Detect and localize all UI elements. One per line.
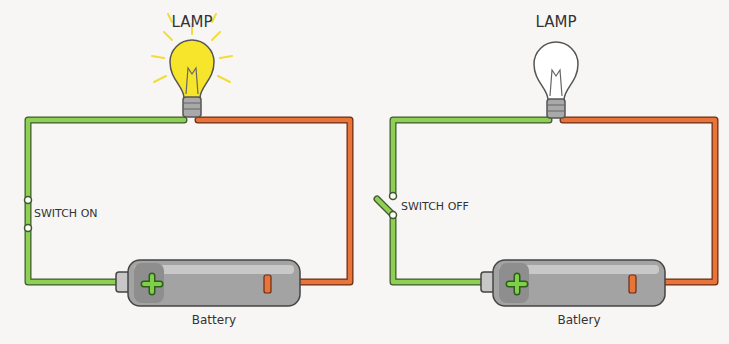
switch-label: SWITCH ON xyxy=(34,208,98,220)
battery-label: Batlery xyxy=(557,314,600,327)
wires-off xyxy=(377,120,715,282)
lamp-label: LAMP xyxy=(536,14,577,31)
lamp-off xyxy=(534,42,578,118)
battery-left xyxy=(116,260,300,306)
battery-right xyxy=(481,260,665,306)
lamp-on xyxy=(170,40,214,117)
battery-label: Battery xyxy=(192,314,236,327)
lamp-label: LAMP xyxy=(172,14,213,31)
wires-on xyxy=(28,120,350,282)
switch-label: SWITCH OFF xyxy=(401,201,469,213)
